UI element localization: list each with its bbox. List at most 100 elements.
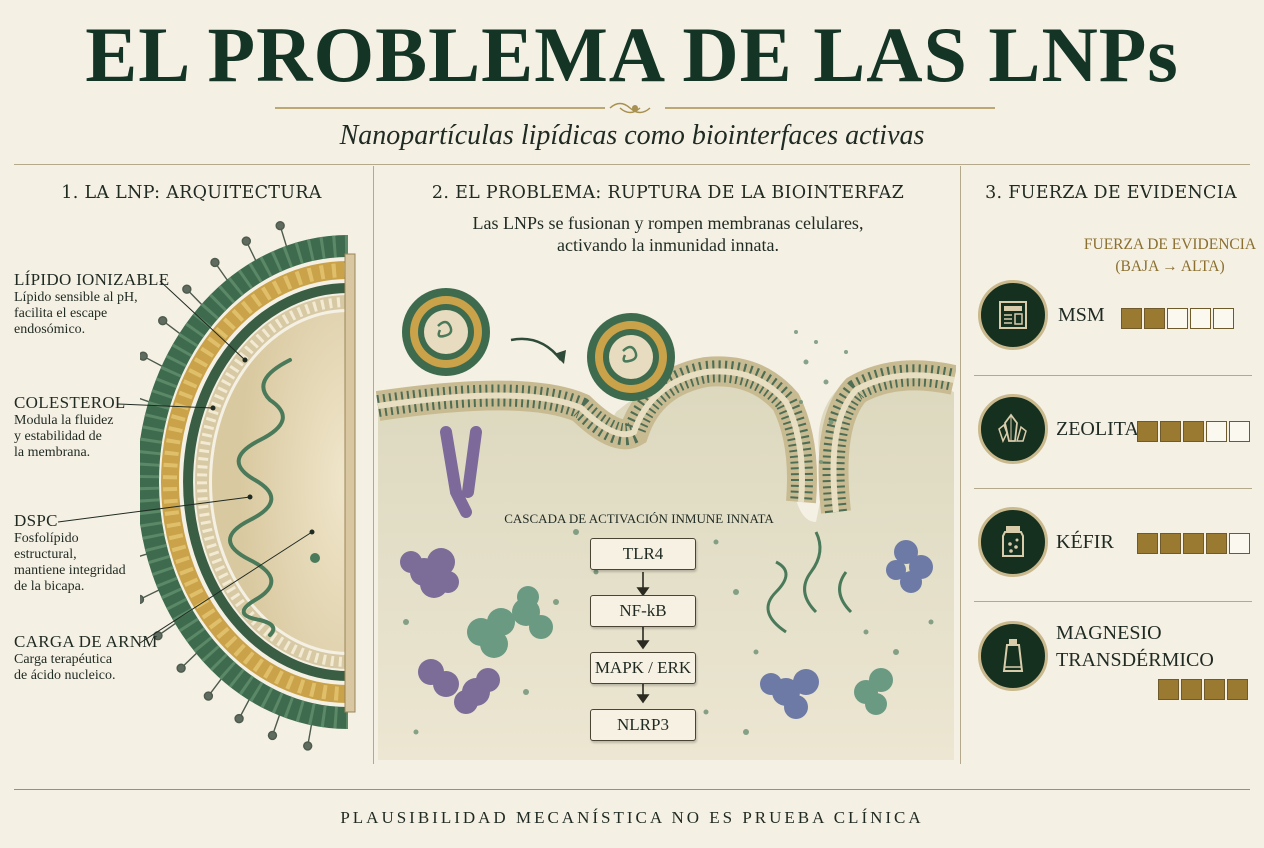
column-divider-1 (373, 166, 374, 764)
evidence-level-square (1190, 308, 1211, 329)
lnp-label-leaders (57, 280, 315, 644)
tube-icon (978, 621, 1048, 691)
evidence-bar-kefir (1137, 533, 1250, 554)
evidence-item-msm-name: MSM (1058, 304, 1105, 326)
col3-heading: 3. FUERZA DE EVIDENCIA (985, 183, 1237, 203)
top-divider (14, 164, 1250, 165)
peg-spike-head (203, 691, 214, 701)
evidence-level-square (1137, 533, 1158, 554)
protein-cluster-blue-2 (886, 540, 933, 593)
evidence-item-magnesio-name-line-1: MAGNESIO (1056, 622, 1162, 644)
label-dspc-desc-1: Fosfolípido (14, 531, 79, 546)
col2-intro-line-2: activando la inmunidad innata. (557, 235, 779, 255)
evidence-level-square (1160, 533, 1181, 554)
evidence-level-square (1167, 308, 1188, 329)
evidence-scale-range: (BAJA → ALTA) (1115, 258, 1225, 275)
label-cholesterol-name: COLESTEROL (14, 393, 126, 412)
label-ionizable-lipid-desc-2: facilita el escape (14, 306, 108, 321)
evidence-item-kefir-name: KÉFIR (1056, 531, 1114, 553)
peg-spike-head (158, 316, 168, 326)
evidence-level-square (1183, 533, 1204, 554)
evidence-item-zeolita-name: ZEOLITA (1056, 418, 1139, 440)
peg-spike-head (275, 221, 285, 231)
label-dspc-desc-4: de la bicapa. (14, 579, 85, 594)
evidence-level-square (1204, 679, 1225, 700)
label-cholesterol-desc-3: la membrana. (14, 445, 91, 460)
peg-spike-head (140, 594, 145, 605)
evidence-bar-msm (1121, 308, 1234, 329)
cascade-step-tlr4: TLR4 (590, 538, 696, 570)
evidence-divider-2 (974, 488, 1252, 489)
protein-cluster-green-2 (854, 668, 893, 715)
peg-spike (140, 553, 148, 557)
col1-heading: 1. LA LNP: ARQUITECTURA (61, 183, 322, 203)
protein-cluster-purple-1 (400, 548, 459, 598)
evidence-divider-3 (974, 601, 1252, 602)
title-ornament (275, 102, 995, 114)
peg-spike-head (210, 257, 220, 268)
evidence-item-magnesio-name-line-2: TRANSDÉRMICO (1056, 649, 1214, 671)
label-cholesterol: COLESTEROL Modula la fluidez y estabilid… (14, 393, 126, 461)
cascade-step-mapk-erk: MAPK / ERK (590, 652, 696, 684)
jar-icon (978, 507, 1048, 577)
evidence-level-square (1229, 421, 1250, 442)
label-dspc-desc-3: mantiene integridad (14, 563, 126, 578)
label-dspc: DSPC Fosfolípido estructural, mantiene i… (14, 511, 126, 595)
evidence-bar-zeolita (1137, 421, 1250, 442)
peg-spike-head (182, 284, 192, 294)
label-mrna-cargo-desc-2: de ácido nucleico. (14, 668, 116, 683)
peg-spike-head (140, 351, 148, 361)
label-ionizable-lipid: LÍPIDO IONIZABLE Lípido sensible al pH, … (14, 270, 169, 338)
col2-heading: 2. EL PROBLEMA: RUPTURA DE LA BIOINTERFA… (431, 183, 905, 203)
label-mrna-cargo-name: CARGA DE ARNM (14, 632, 158, 651)
protein-cluster-purple-2 (418, 659, 500, 714)
evidence-level-square (1206, 533, 1227, 554)
page-subtitle: Nanopartículas lipídicas como biointerfa… (339, 120, 925, 151)
protein-cluster-green-1 (467, 586, 553, 658)
evidence-level-square (1137, 421, 1158, 442)
label-ionizable-lipid-desc-3: endosómico. (14, 322, 86, 337)
evidence-bar-magnesio (1158, 679, 1248, 700)
cascade-title: CASCADA DE ACTIVACIÓN INMUNE INNATA (504, 511, 774, 526)
label-dspc-desc-2: estructural, (14, 547, 77, 562)
column-divider-2 (960, 166, 961, 764)
peg-spike-head (267, 730, 278, 741)
evidence-level-square (1213, 308, 1234, 329)
evidence-level-square (1183, 421, 1204, 442)
evidence-item-magnesio-name: MAGNESIO TRANSDÉRMICO (1056, 620, 1214, 674)
evidence-level-square (1206, 421, 1227, 442)
evidence-level-square (1121, 308, 1142, 329)
lnp-architecture-illustration (140, 221, 356, 751)
label-mrna-cargo: CARGA DE ARNM Carga terapéutica de ácido… (14, 632, 158, 684)
evidence-level-square (1229, 533, 1250, 554)
label-dspc-name: DSPC (14, 511, 58, 530)
cascade-arrows (636, 572, 650, 704)
evidence-level-square (1160, 421, 1181, 442)
evidence-level-square (1181, 679, 1202, 700)
evidence-level-square (1144, 308, 1165, 329)
newspaper-icon (978, 280, 1048, 350)
cascade-step-nlrp3: NLRP3 (590, 709, 696, 741)
peg-spike-head (241, 236, 251, 246)
footer-note: PLAUSIBILIDAD MECANÍSTICA NO ES PRUEBA C… (340, 808, 924, 827)
evidence-level-square (1158, 679, 1179, 700)
peg-spike (140, 397, 150, 403)
footer-divider (14, 789, 1250, 790)
col2-intro: Las LNPs se fusionan y rompen membranas … (380, 212, 956, 256)
page-title: EL PROBLEMA DE LAS LNPs (85, 11, 1179, 98)
evidence-divider-1 (974, 375, 1252, 376)
label-mrna-cargo-desc-1: Carga terapéutica (14, 652, 113, 667)
label-cholesterol-desc-2: y estabilidad de (14, 429, 102, 444)
cascade-step-nfkb: NF-kB (590, 595, 696, 627)
evidence-scale-title: FUERZA DE EVIDENCIA (1083, 236, 1257, 253)
evidence-level-square (1227, 679, 1248, 700)
peg-spike-head (303, 741, 313, 751)
label-cholesterol-desc-1: Modula la fluidez (14, 413, 114, 428)
peg-spike-head (176, 663, 186, 673)
protein-cluster-blue-1 (760, 669, 819, 719)
label-ionizable-lipid-desc-1: Lípido sensible al pH, (14, 290, 138, 305)
col2-intro-line-1: Las LNPs se fusionan y rompen membranas … (472, 213, 864, 233)
label-ionizable-lipid-name: LÍPIDO IONIZABLE (14, 270, 170, 289)
evidence-scale-header: FUERZA DE EVIDENCIA (BAJA → ALTA) (1080, 234, 1260, 278)
crystal-icon (978, 394, 1048, 464)
